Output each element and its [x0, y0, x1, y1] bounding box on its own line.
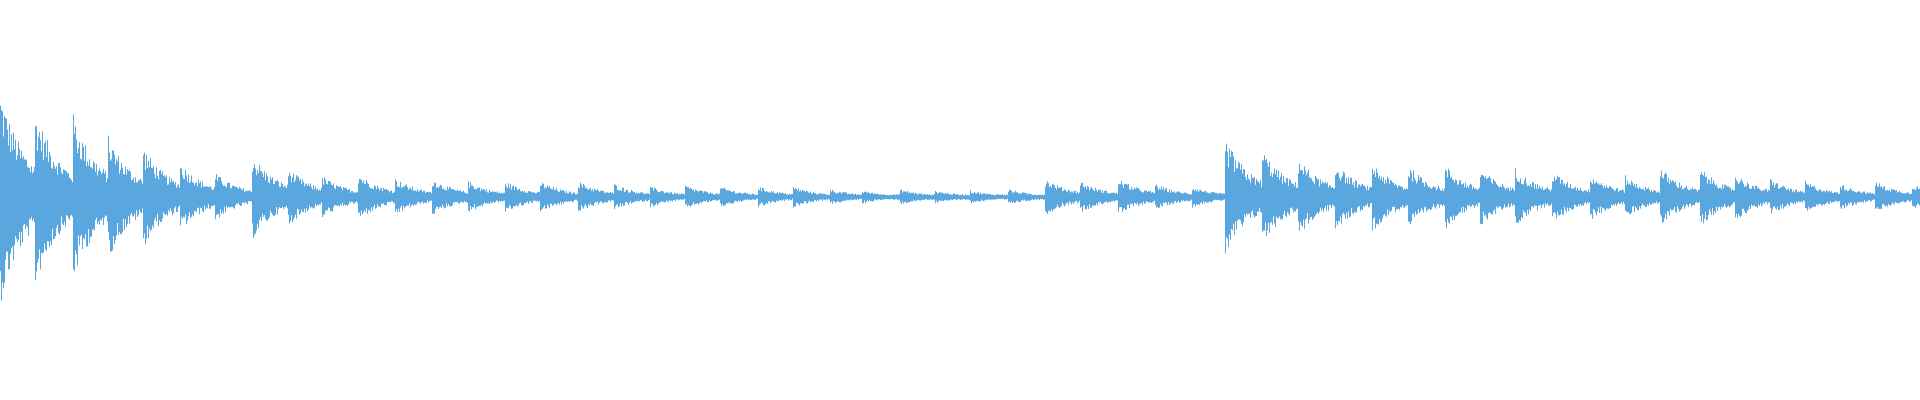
- waveform-trace: [0, 105, 1920, 301]
